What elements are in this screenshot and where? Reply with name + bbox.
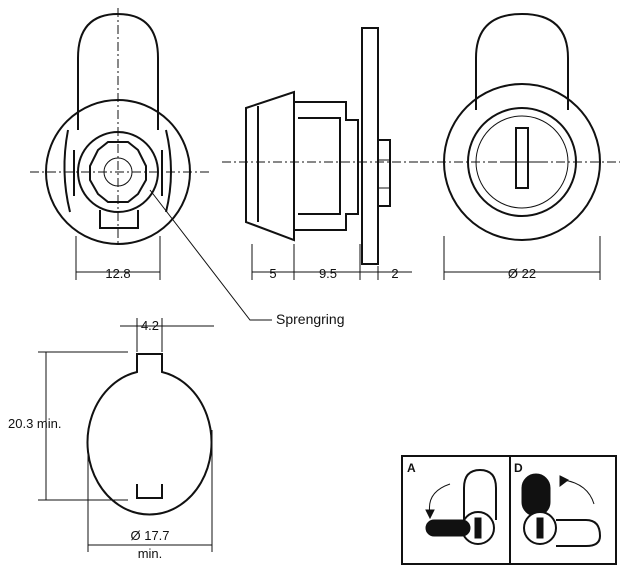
legend-panel-a bbox=[425, 468, 497, 545]
callout-label: Sprengring bbox=[276, 311, 345, 327]
dim-bezel: 5 bbox=[269, 266, 276, 281]
dim-body: 9.5 bbox=[319, 266, 337, 281]
dim-cutout-diameter: Ø 17.7 bbox=[130, 528, 169, 543]
dim-diameter: Ø 22 bbox=[508, 266, 536, 281]
legend-label-d: D bbox=[514, 461, 523, 475]
dim-front-width: 12.8 bbox=[105, 266, 130, 281]
dim-cutout-tab: 4.2 bbox=[141, 318, 159, 333]
front-view bbox=[30, 8, 210, 245]
rear-view bbox=[420, 12, 620, 241]
dim-cutout-height: 20.3 min. bbox=[8, 416, 61, 431]
rotation-legend bbox=[401, 455, 617, 565]
side-view bbox=[222, 27, 420, 265]
legend-label-a: A bbox=[407, 461, 416, 475]
dim-cutout-diameter-suffix: min. bbox=[138, 546, 163, 561]
panel-cutout bbox=[86, 353, 213, 516]
dimension-lines bbox=[38, 189, 601, 552]
dim-plate: 2 bbox=[391, 266, 398, 281]
legend-panel-d bbox=[521, 473, 602, 547]
